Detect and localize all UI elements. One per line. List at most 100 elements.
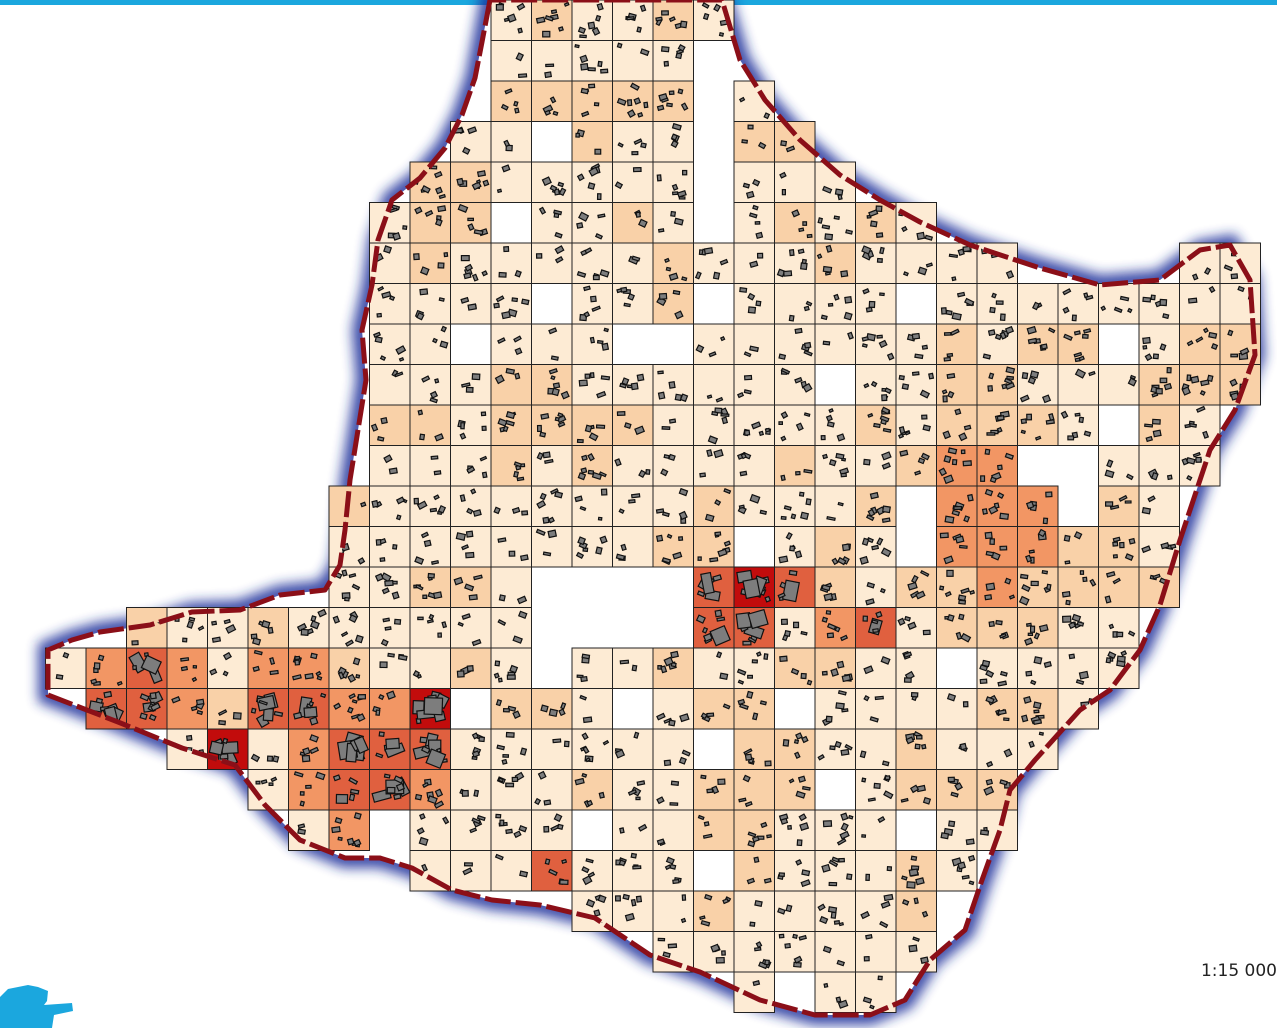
building — [755, 941, 763, 949]
building — [746, 690, 754, 699]
grid-cell — [895, 890, 937, 932]
building — [576, 173, 585, 182]
building — [660, 97, 669, 104]
building — [700, 571, 715, 595]
building — [863, 694, 870, 702]
building — [840, 812, 849, 821]
building — [1202, 430, 1210, 439]
building — [1068, 621, 1077, 630]
building — [721, 416, 729, 425]
building — [309, 716, 319, 726]
grid-cell — [612, 809, 654, 851]
building — [716, 651, 723, 659]
building — [704, 893, 713, 901]
building — [706, 788, 714, 794]
building — [662, 951, 671, 958]
building — [549, 184, 558, 192]
building — [910, 692, 919, 698]
grid-cell — [976, 566, 1018, 608]
building — [515, 52, 525, 62]
building — [954, 782, 963, 791]
building — [388, 295, 396, 301]
building — [597, 894, 607, 904]
building — [939, 532, 949, 539]
grid-cell — [571, 647, 613, 689]
building — [542, 451, 551, 459]
building — [821, 616, 829, 623]
building — [1089, 578, 1097, 587]
building — [670, 210, 677, 218]
building — [585, 898, 596, 908]
building — [1124, 553, 1134, 561]
building — [663, 759, 672, 767]
building — [442, 816, 450, 825]
building — [920, 743, 927, 750]
building — [588, 166, 600, 177]
grid-cell — [1017, 607, 1059, 649]
building — [719, 335, 726, 342]
building — [886, 866, 893, 872]
building — [1141, 545, 1152, 554]
building — [467, 126, 478, 135]
building — [669, 802, 679, 806]
building — [332, 774, 341, 782]
building — [822, 820, 833, 828]
building — [310, 615, 317, 622]
grid-cell — [612, 445, 654, 487]
building — [740, 452, 747, 460]
building — [753, 946, 762, 952]
building — [453, 576, 464, 586]
building — [544, 109, 551, 116]
building — [861, 343, 868, 348]
building — [469, 827, 478, 834]
building — [999, 331, 1007, 340]
building — [266, 755, 274, 762]
building — [430, 455, 439, 460]
building — [601, 342, 610, 351]
building — [548, 327, 558, 335]
building — [839, 634, 849, 642]
building — [270, 776, 278, 783]
building — [989, 306, 996, 314]
building — [1048, 412, 1055, 421]
building — [1003, 377, 1013, 385]
building — [1150, 471, 1159, 481]
building — [482, 179, 490, 187]
building — [719, 672, 729, 681]
building — [848, 814, 854, 820]
building — [749, 921, 756, 927]
building — [1064, 560, 1071, 565]
grid-cell — [733, 769, 775, 811]
building — [1073, 330, 1081, 336]
building — [938, 467, 948, 477]
building — [459, 432, 467, 440]
building — [795, 858, 803, 866]
grid-cell — [814, 242, 856, 284]
building — [780, 474, 786, 482]
building — [1083, 328, 1092, 334]
building — [719, 258, 729, 266]
building — [747, 306, 757, 314]
building — [1023, 695, 1032, 704]
building — [589, 336, 596, 344]
building — [304, 672, 314, 680]
building — [909, 590, 920, 599]
building — [511, 776, 519, 783]
building — [819, 915, 829, 925]
building — [432, 337, 438, 344]
building — [293, 711, 303, 720]
building — [1202, 327, 1209, 334]
building — [1008, 594, 1016, 600]
building — [1163, 382, 1173, 391]
building — [512, 635, 523, 644]
building — [886, 352, 895, 361]
building — [879, 292, 885, 297]
building — [392, 232, 402, 241]
building — [668, 381, 676, 389]
building — [863, 458, 871, 466]
building — [915, 590, 926, 600]
building — [414, 556, 425, 565]
building — [906, 881, 916, 889]
building — [660, 45, 670, 53]
building — [337, 671, 345, 680]
